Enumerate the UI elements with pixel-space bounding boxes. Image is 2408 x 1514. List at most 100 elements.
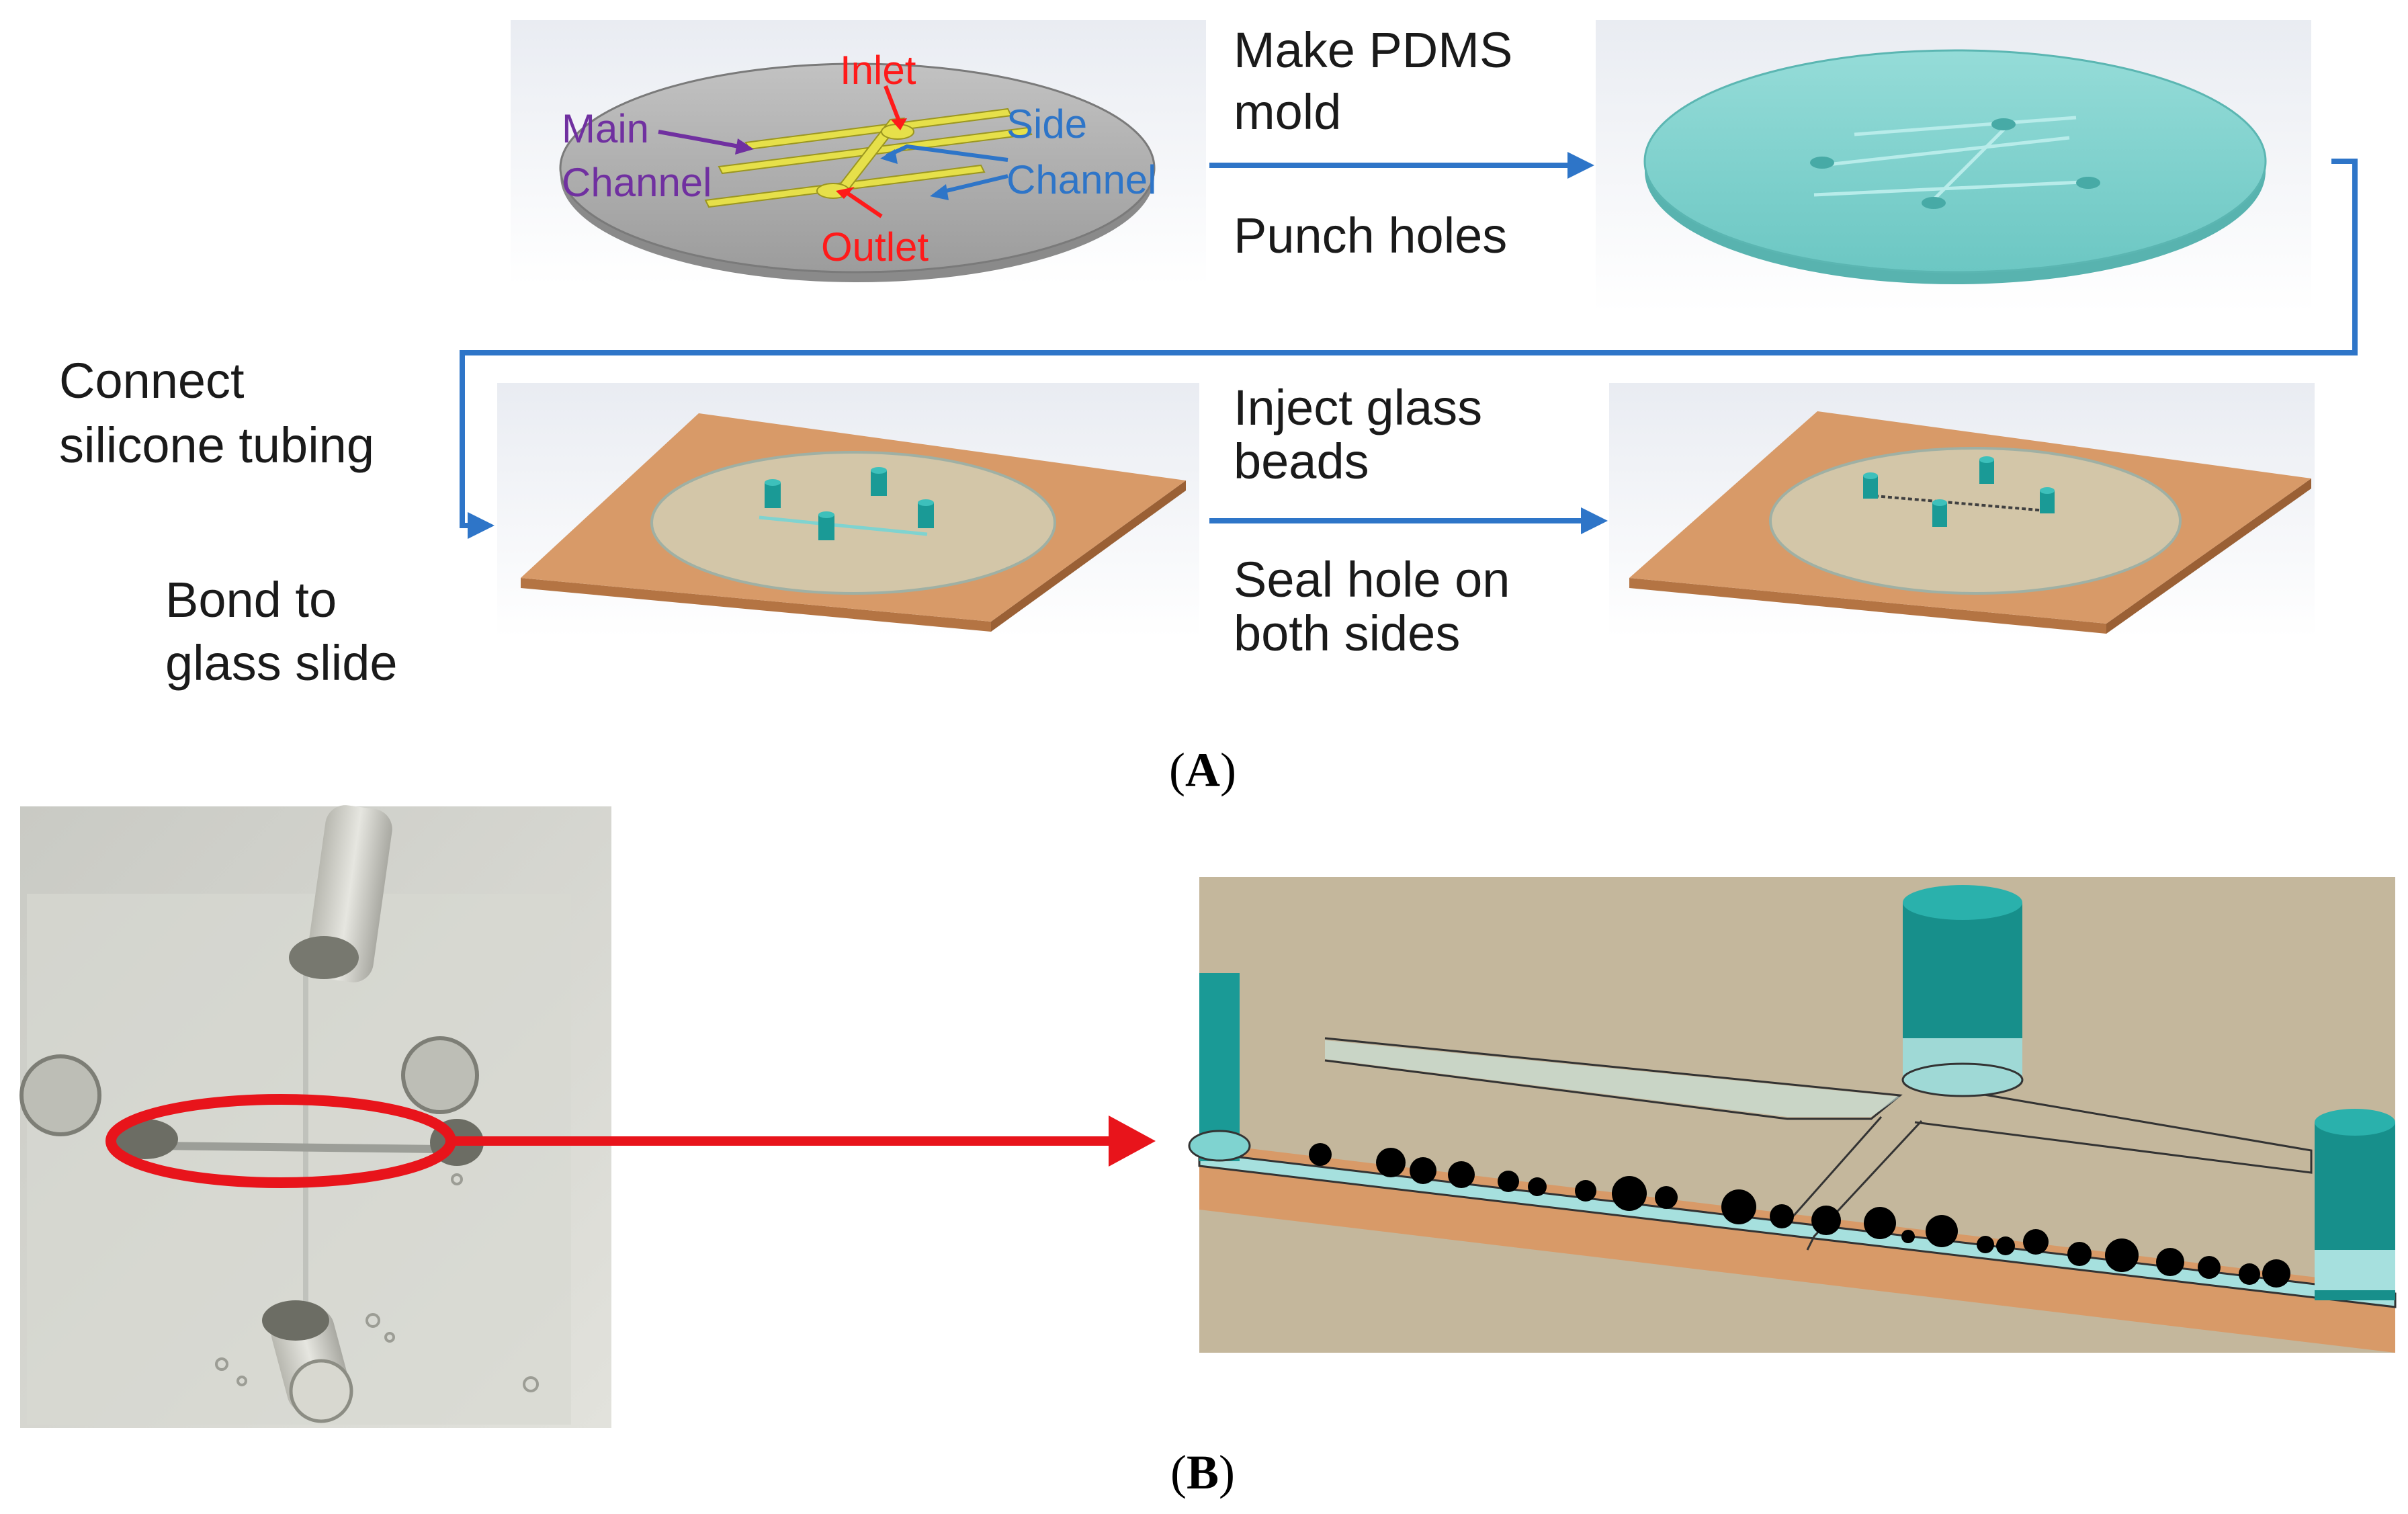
pdms-channel-imprint: [1813, 116, 2097, 206]
glass-bead: [1448, 1161, 1475, 1188]
glass-bead: [2067, 1242, 2092, 1266]
zoom-port-top-cap: [1903, 885, 2022, 920]
panel-b: (B): [19, 805, 2397, 1499]
glass-slide-side-right: [991, 480, 1186, 632]
bubble: [366, 1313, 380, 1328]
sealed-device-figure: [1609, 383, 2315, 638]
panel-a-label-letter: A: [1185, 743, 1220, 797]
glass-slide-side: [521, 578, 991, 632]
tube-1: [765, 482, 781, 508]
zoom-arrow-head: [1109, 1116, 1156, 1167]
glass-bead: [1721, 1189, 1756, 1224]
side-channel-pointer-lower-head: [930, 184, 949, 200]
pdms-hole-1: [1991, 118, 2016, 130]
flow-arrow-wraparound: [460, 159, 2358, 539]
main-channel-callout-line2: Channel: [562, 160, 712, 205]
sealed-tubes: [1863, 456, 2055, 527]
photo-tube-right: [401, 1036, 479, 1114]
glass-bead: [2198, 1256, 2221, 1279]
glass-bead: [1977, 1236, 1994, 1253]
pdms-hole-2: [1922, 197, 1946, 209]
glass-bead: [1376, 1148, 1406, 1177]
step-seal-hole-line2: both sides: [1234, 605, 1460, 661]
inlet-pointer-head: [891, 118, 907, 130]
photo-tube-top-base: [289, 936, 359, 979]
panel-a-label-open: (: [1169, 743, 1185, 797]
step-connect-tubing-line2: silicone tubing: [59, 417, 374, 473]
device-photo: [19, 805, 611, 1428]
side-channel-pointer-upper-head: [880, 149, 898, 164]
outlet-pointer: [847, 192, 883, 218]
channel-pattern: [704, 108, 1033, 208]
tube-1-top: [765, 479, 781, 486]
pdms-mold-figure: [1596, 20, 2311, 312]
step-bond-slide-line2: glass slide: [165, 635, 398, 691]
glass-beads: [1309, 1143, 2290, 1288]
photo-air-bubbles: [215, 1173, 539, 1392]
panel-b-label-open: (: [1170, 1445, 1187, 1499]
step-inject-beads-line1: Inject glass: [1234, 380, 1482, 435]
bubble: [451, 1173, 463, 1185]
pdms-punched-holes: [1810, 118, 2100, 209]
step-inject-beads-line2: beads: [1234, 433, 1369, 489]
glass-bead: [1498, 1171, 1519, 1192]
glass-bead: [2239, 1263, 2260, 1285]
sealed-tube-4: [1932, 503, 1947, 527]
bonded-tubes: [765, 467, 934, 540]
glass-bead: [1575, 1180, 1596, 1202]
step-connect-tubing-line1: Connect: [59, 353, 245, 409]
sealed-tube-3-top: [2040, 487, 2055, 494]
glass-bead: [1309, 1143, 1332, 1166]
zoomed-channel-figure: [1188, 877, 2397, 1353]
sealed-slide-side: [1629, 578, 2106, 634]
sealed-tube-2: [1979, 460, 1994, 484]
glass-bead: [1612, 1176, 1647, 1211]
sealed-bead-channel: [1874, 495, 2047, 512]
tube-2: [871, 470, 887, 496]
zoom-port-right-collar: [2315, 1250, 2395, 1290]
sealed-slide-side-right: [2106, 478, 2311, 634]
sealed-tube-3: [2040, 491, 2055, 513]
glass-bead: [1864, 1207, 1896, 1239]
zoom-port-top-base: [1901, 1062, 2024, 1097]
pdms-disk: [1643, 49, 2267, 274]
sealed-pdms-layer: [1769, 447, 2182, 595]
zoom-side-channel-fill: [1325, 1040, 1900, 1117]
panel-a-label-close: ): [1220, 743, 1236, 797]
panel-b-label: (B): [1170, 1445, 1235, 1499]
pdms-hole-4: [2076, 177, 2100, 189]
sealed-tube-2-top: [1979, 456, 1994, 463]
bubble: [384, 1332, 395, 1343]
panel-b-label-letter: B: [1187, 1445, 1219, 1499]
tube-4: [818, 515, 834, 540]
side-channel-callout-line2: Channel: [1006, 157, 1157, 202]
sealed-tube-4-top: [1932, 499, 1947, 506]
main-channel-pointer-head: [735, 138, 754, 155]
step-make-pdms-line2: mold: [1234, 84, 1341, 140]
glass-bead: [1811, 1206, 1841, 1235]
photo-tube-left: [19, 1054, 101, 1136]
glass-bead: [1655, 1186, 1678, 1209]
bonded-channel: [759, 515, 928, 536]
tube-2-top: [871, 467, 887, 474]
zoom-side-channel-near: [1914, 1091, 2313, 1174]
step-make-pdms-line1: Make PDMS: [1234, 22, 1512, 78]
pdms-side-channel-bottom: [1813, 179, 2097, 197]
glass-bead: [1770, 1204, 1794, 1228]
bonded-pdms-layer: [650, 451, 1056, 595]
zoom-port-right-cap: [2315, 1109, 2395, 1136]
side-channel-callout-line1: Side: [1006, 101, 1087, 146]
main-channel-pointer: [658, 130, 740, 149]
tube-4-top: [818, 511, 834, 518]
glass-bead: [2262, 1259, 2290, 1288]
side-channel-pointer-lower: [940, 174, 1008, 194]
bubble: [236, 1376, 247, 1386]
glass-bead: [1996, 1236, 2015, 1255]
tube-3-top: [918, 499, 934, 506]
panel-a: Inlet Outlet Main Channel Side Channel M…: [59, 20, 2358, 797]
zoom-side-channel-far: [1324, 1037, 1903, 1120]
glass-bead: [2023, 1229, 2049, 1255]
step-seal-hole-line1: Seal hole on: [1234, 552, 1510, 607]
outlet-pointer-head: [836, 187, 855, 199]
